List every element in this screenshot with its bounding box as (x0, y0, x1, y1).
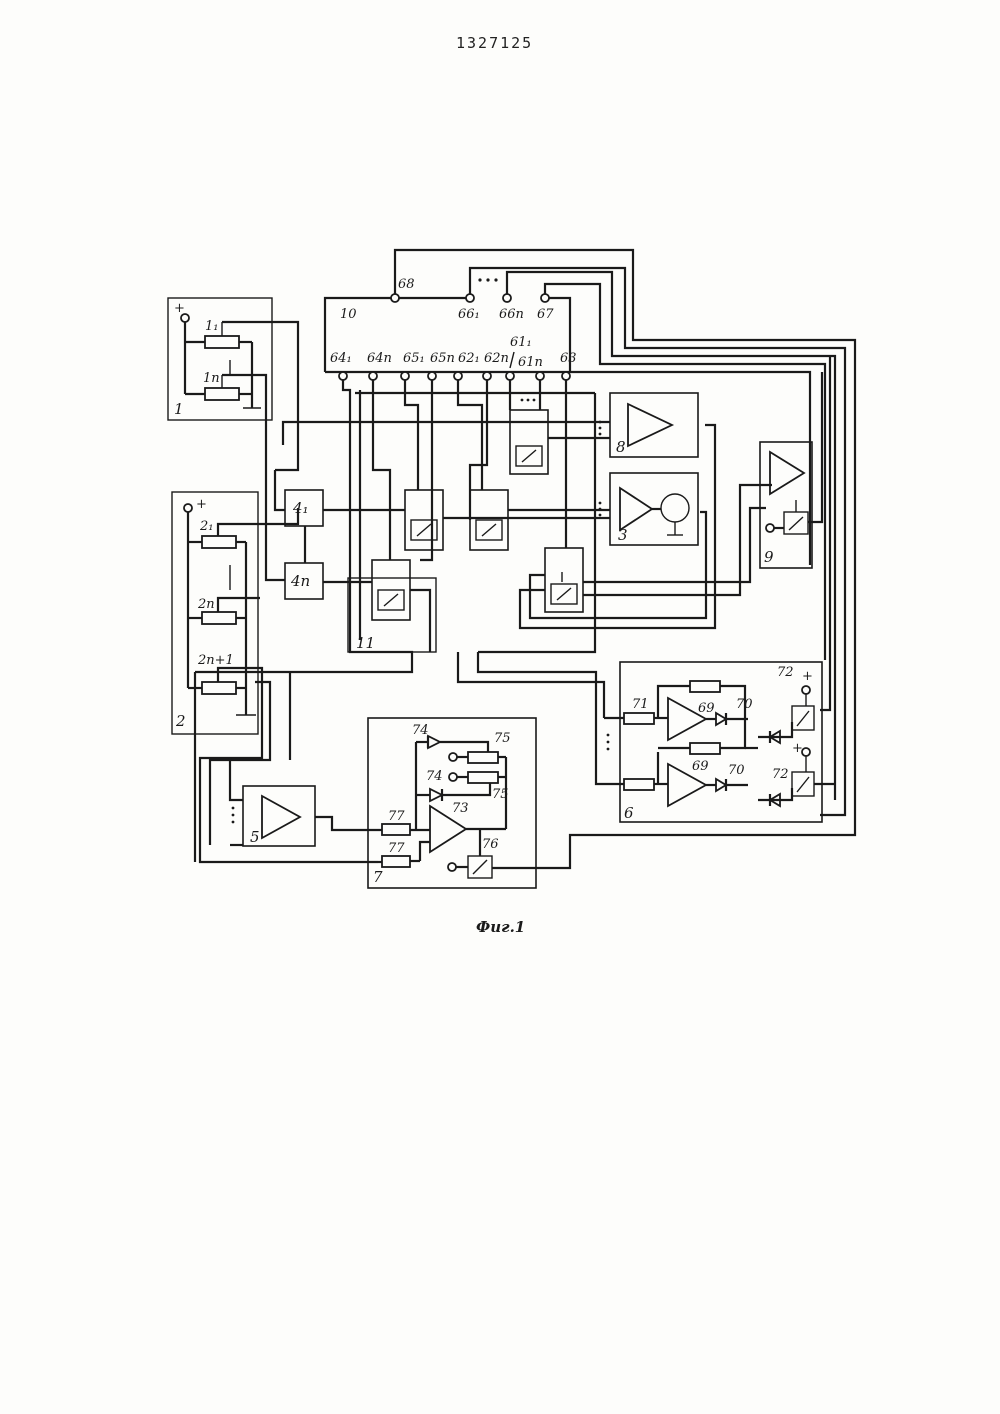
label-t64-n: 64п (367, 351, 392, 366)
label-r1-1: 1₁ (205, 319, 218, 334)
label-plus-72b: + (792, 741, 803, 756)
label-c70b: 70 (728, 763, 745, 778)
label-block-3: 3 (618, 526, 628, 544)
label-block-10: 10 (340, 307, 357, 322)
label-t64-1: 64₁ (330, 351, 352, 366)
block-8-amplifier (599, 393, 698, 457)
label-t61-1: 61₁ (510, 335, 532, 350)
label-plus-2: + (196, 497, 207, 512)
label-block-1: 1 (174, 400, 184, 418)
label-block-4-n: 4п (290, 572, 310, 590)
figure-caption: Фиг.1 (476, 918, 525, 936)
label-t65-1: 65₁ (403, 351, 425, 366)
label-c75b: 75 (492, 787, 509, 802)
label-c69a: 69 (698, 701, 715, 716)
label-c77a: 77 (388, 809, 405, 824)
label-t63: 63 (560, 351, 577, 366)
label-c76: 76 (482, 837, 499, 852)
label-r1-n: 1п (203, 371, 220, 386)
label-t66-n: 66п (499, 307, 524, 322)
label-c69b: 69 (692, 759, 709, 774)
label-c74a: 74 (412, 723, 429, 738)
labels: + 1₁ 1п 1 + 2₁ 2п 2п+1 2 4₁ 4п 68 10 66₁… (174, 277, 813, 936)
switch-blocks (348, 399, 772, 652)
label-c72b: 72 (772, 767, 789, 782)
block-1 (168, 298, 298, 470)
block-2 (172, 492, 378, 862)
label-t62-n: 62п (484, 351, 509, 366)
label-t65-n: 65п (430, 351, 455, 366)
label-block-6: 6 (624, 804, 634, 822)
label-c72a: 72 (777, 665, 794, 680)
label-c70a: 70 (736, 697, 753, 712)
block-3-indicator (599, 473, 698, 545)
label-t62-1: 62₁ (458, 351, 480, 366)
label-r2-n: 2п (197, 597, 215, 612)
terminals-bottom (325, 372, 590, 380)
label-r2-n1: 2п+1 (197, 653, 234, 668)
label-block-2: 2 (175, 712, 186, 730)
block-5 (210, 672, 380, 846)
label-plus-1: + (174, 301, 185, 316)
block-9 (760, 372, 822, 568)
block-7 (195, 672, 760, 888)
label-plus-72a: + (802, 669, 813, 684)
label-c75a: 75 (494, 731, 511, 746)
label-block-4-1: 4₁ (292, 499, 309, 517)
label-r2-1: 2₁ (199, 519, 213, 534)
label-t68: 68 (398, 277, 415, 292)
label-block-11: 11 (356, 634, 375, 652)
label-block-5: 5 (250, 828, 260, 846)
label-block-8: 8 (616, 438, 626, 456)
label-c77b: 77 (388, 841, 405, 856)
label-c71: 71 (632, 697, 649, 712)
label-t67: 67 (537, 307, 554, 322)
label-t61-n: 61п (518, 355, 543, 370)
block-6 (458, 356, 835, 822)
label-c74b: 74 (426, 769, 443, 784)
label-block-7: 7 (373, 868, 383, 886)
label-block-9: 9 (764, 548, 774, 566)
label-t66-1: 66₁ (458, 307, 480, 322)
label-c73: 73 (452, 801, 469, 816)
